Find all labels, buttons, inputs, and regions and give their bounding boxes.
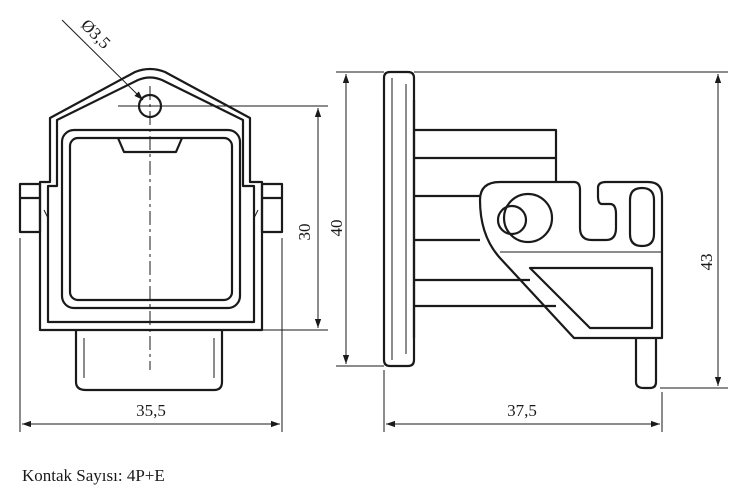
window-tab: [116, 137, 184, 154]
lever-cutout: [528, 266, 654, 330]
window-frame-outer: [60, 128, 242, 310]
window-frame-inner: [68, 136, 234, 302]
height-total-label: 43: [697, 254, 716, 271]
left-latch: [18, 182, 42, 234]
flange-inner: [391, 78, 407, 360]
hole-leader-line: [61, 19, 144, 101]
width-front-extension: [19, 238, 283, 432]
side-flange: [382, 70, 416, 368]
cable-entry-inner: [83, 338, 215, 378]
height-total-extension: [414, 71, 728, 389]
right-latch: [260, 182, 284, 234]
pivot-boss: [502, 192, 554, 244]
lever-foot: [634, 338, 658, 390]
front-housing-outline: [38, 67, 264, 332]
latch-detail: [43, 209, 259, 219]
lever-slot: [628, 186, 656, 248]
height-side-extension: [336, 71, 384, 367]
front-view: [18, 67, 284, 392]
front-housing-inner: [46, 76, 256, 324]
height-front-label: 30: [295, 224, 314, 241]
side-view: [382, 70, 664, 390]
width-side-label: 37,5: [507, 401, 537, 420]
side-body: [412, 100, 558, 338]
hole-diameter-label: Ø3,5: [77, 15, 114, 52]
height-side-label: 40: [327, 220, 346, 237]
height-front-extension: [120, 105, 328, 331]
width-front-label: 35,5: [136, 401, 166, 420]
locking-lever: [478, 180, 664, 340]
pivot-pin: [496, 204, 528, 236]
width-side-extension: [383, 370, 663, 432]
cable-entry: [74, 330, 224, 392]
contact-count-caption: Kontak Sayısı: 4P+E: [22, 466, 165, 485]
